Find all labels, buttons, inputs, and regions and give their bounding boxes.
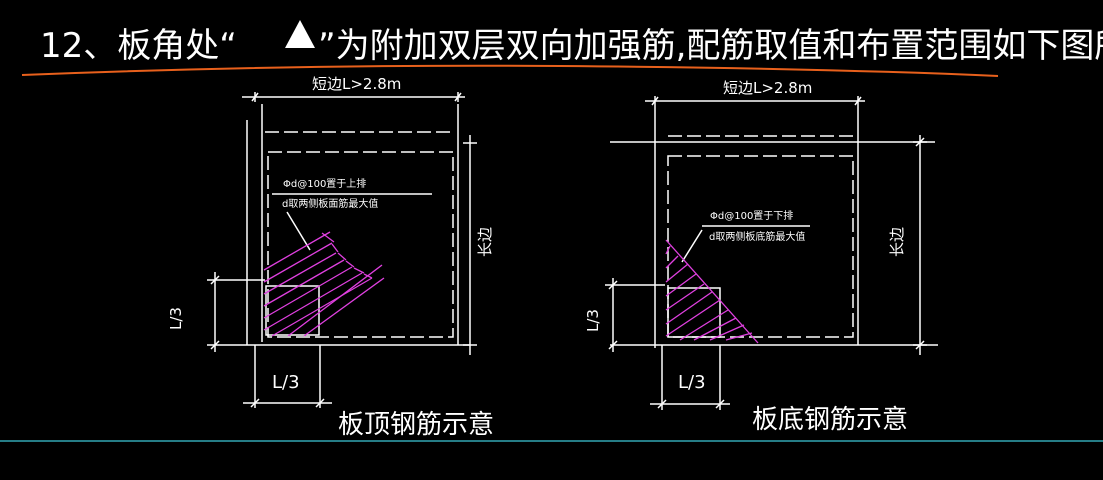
left-hatch — [263, 231, 385, 337]
title-group: 12、板角处“ ”为附加双层双向加强筋,配筋取值和布置范围如下图所示: — [21, 20, 1103, 77]
right-note-line2: d取两侧板底筋最大值 — [709, 230, 805, 243]
right-panel — [605, 96, 938, 410]
left-caption: 板顶钢筋示意 — [338, 410, 494, 440]
title-underline — [21, 64, 999, 77]
right-dim-right-label: 长边 — [888, 227, 906, 257]
left-dim-top-label: 短边L>2.8m — [312, 75, 401, 93]
left-dim-bottom-label: L/3 — [272, 372, 300, 393]
left-panel — [207, 92, 477, 408]
left-dim-side-label: L/3 — [167, 307, 185, 330]
left-note-line2: d取两侧板面筋最大值 — [282, 197, 378, 210]
left-note-line1: Φd@100置于上排 — [283, 177, 366, 190]
right-caption: 板底钢筋示意 — [752, 405, 908, 435]
triangle-symbol-icon — [285, 20, 315, 48]
right-hatch — [665, 239, 759, 344]
right-dim-side-label: L/3 — [584, 309, 602, 332]
title-prefix: 12、板角处“ — [40, 26, 237, 66]
right-note-line1: Φd@100置于下排 — [710, 209, 793, 222]
title-suffix: ”为附加双层双向加强筋,配筋取值和布置范围如下图所示: — [318, 26, 1103, 66]
left-dim-right-label: 长边 — [476, 227, 494, 257]
right-dim-top-label: 短边L>2.8m — [723, 79, 812, 97]
right-dim-bottom-label: L/3 — [678, 372, 706, 393]
